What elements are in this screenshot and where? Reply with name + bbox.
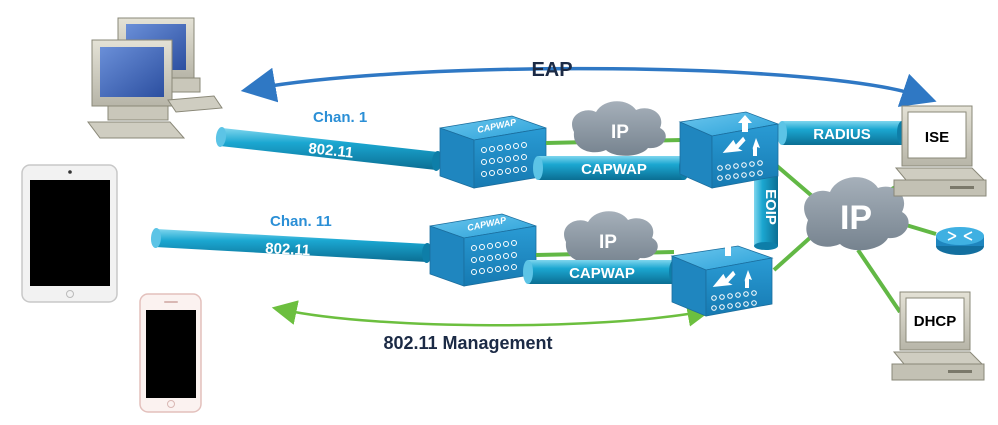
server-icon: [893, 105, 987, 197]
router-icon: [936, 227, 984, 255]
ise-label: ISE: [925, 129, 949, 146]
management-arrow: [271, 300, 713, 327]
wireless-link-top: [215, 127, 443, 171]
capwap-tunnel-bottom-label: CAPWAP: [569, 265, 635, 282]
access-point-icon: [429, 213, 537, 287]
eap-label: EAP: [531, 59, 572, 81]
channel-1-label: Chan. 1: [313, 109, 367, 126]
wireless-link-bottom: [150, 228, 433, 263]
wlc-switch-icon: [678, 111, 780, 189]
capwap-tunnel-top: [533, 156, 689, 180]
server-icon: [891, 291, 985, 381]
802-11-bottom-label: 802.11: [265, 240, 311, 259]
tablet-icon: [21, 164, 118, 303]
radius-tunnel: [777, 121, 907, 145]
radius-label: RADIUS: [813, 126, 871, 143]
smartphone-icon: [139, 293, 202, 413]
ip-cloud-top-label: IP: [611, 122, 629, 143]
cloud-icon: [572, 101, 666, 156]
ip-cloud-core-label: IP: [840, 199, 872, 237]
eoip-label: EOIP: [762, 189, 779, 225]
cloud-icon: [804, 177, 909, 251]
dhcp-label: DHCP: [914, 313, 957, 330]
wlc-switch-icon: [670, 236, 774, 317]
eap-arrow: [240, 66, 937, 107]
cloud-icon: [564, 211, 658, 266]
desktop-computer-icon: [87, 17, 223, 139]
channel-11-label: Chan. 11: [270, 213, 332, 230]
capwap-tunnel-top-label: CAPWAP: [581, 161, 647, 178]
802-11-top-label: 802.11: [308, 140, 355, 162]
ip-cloud-bottom-label: IP: [599, 232, 617, 253]
management-label: 802.11 Management: [383, 333, 552, 353]
